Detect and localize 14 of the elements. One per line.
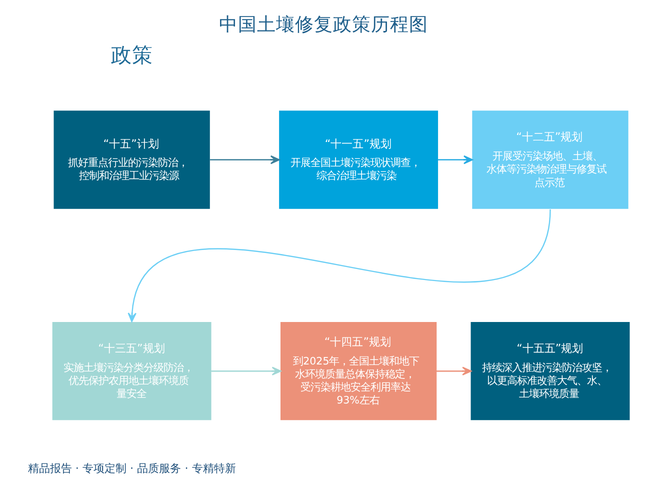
node-box: “十一五”规划 开展全国土壤污染现状调查，综合治理土壤污染 <box>279 110 438 209</box>
label: 政策 <box>110 43 153 68</box>
arrow <box>436 366 472 376</box>
node-box: “十二五”规划 开展受污染场地、土壤、水体等污染物治理与修复试点示范 <box>472 110 628 209</box>
node-box: “十五五”规划 持续深入推进污染防治攻坚，以更高标准改善大气、水、土壤环境质量 <box>470 322 630 420</box>
node-box: “十五”计划 抓好重点行业的污染防治，控制和治理工业污染源 <box>54 110 210 209</box>
node-box: “十四五”规划 到2025年，全国土壤和地下水环境质量总体保持稳定，受污染耕地安全利用率达93%左右 <box>280 322 437 420</box>
diagram-title: 中国土壤修复政策历程图 <box>219 14 428 36</box>
arrow <box>128 209 551 322</box>
node-box: “十三五”规划 实施土壤污染分类分级防治，优先保护农用地土壤环境质量安全 <box>52 322 212 420</box>
label: 精品报告 · 专项定制 · 品质服务 · 专精特新 <box>28 462 236 476</box>
arrow <box>438 155 474 164</box>
arrow <box>210 155 280 164</box>
arrow <box>211 366 282 376</box>
